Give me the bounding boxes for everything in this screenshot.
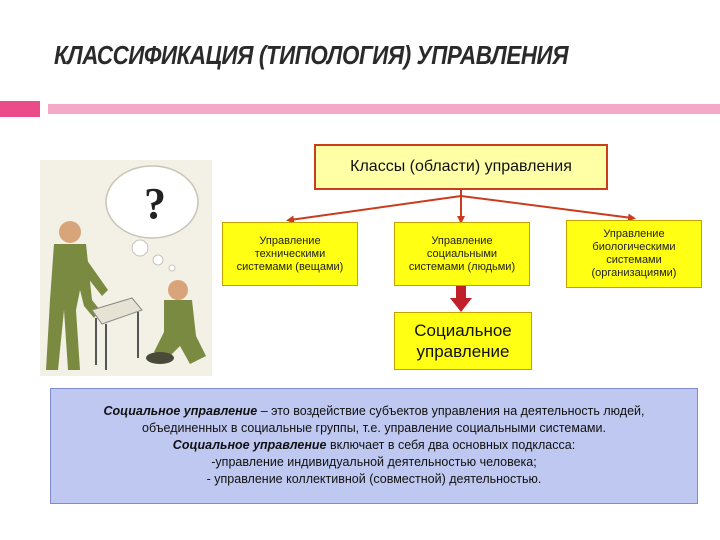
thought-bubble: [105, 165, 199, 239]
definition-box: Социальное управление – это воздействие …: [50, 388, 698, 504]
sitting-man-figure: [146, 280, 206, 364]
technical-systems-box: Управление техническими системами (вещам…: [222, 222, 358, 286]
page-title: КЛАССИФИКАЦИЯ (ТИПОЛОГИЯ) УПРАВЛЕНИЯ: [54, 40, 569, 70]
definition-term-2: Социальное управление: [172, 438, 327, 452]
root-class-box: Классы (области) управления: [314, 144, 608, 190]
arrow-to-biological: [460, 195, 636, 222]
social-systems-box: Управление социальными системами (людьми…: [394, 222, 530, 286]
accent-bar-line: [48, 104, 720, 114]
definition-item-2: - управление коллективной (совместной) д…: [206, 472, 542, 486]
definition-item-1: -управление индивидуальной деятельностью…: [211, 455, 537, 469]
thinking-people-illustration: ?: [40, 160, 212, 376]
arrow-to-technical: [286, 195, 462, 224]
definition-text-2: включает в себя два основных подкласса:: [326, 438, 576, 452]
table-figure: [91, 297, 143, 370]
biological-systems-box: Управление биологическими системами (орг…: [566, 220, 702, 288]
arrow-to-social-management: [450, 298, 472, 312]
accent-bar-block: [0, 101, 40, 117]
definition-term-1: Социальное управление: [103, 404, 258, 418]
social-management-box: Социальное управление: [394, 312, 532, 370]
definition-line-2: Социальное управление включает в себя дв…: [61, 437, 687, 454]
definition-line-1: Социальное управление – это воздействие …: [61, 403, 687, 437]
question-mark-icon: ?: [144, 179, 166, 228]
standing-man-figure: [46, 221, 108, 370]
definition-text-1: – это воздействие субъектов управления н…: [142, 404, 645, 435]
